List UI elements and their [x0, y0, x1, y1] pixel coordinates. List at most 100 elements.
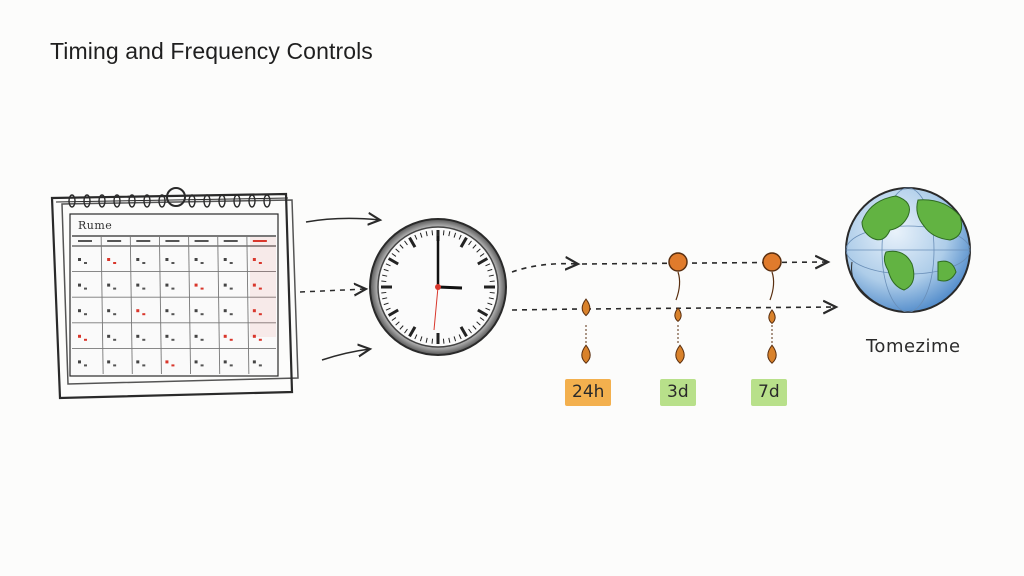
drop-icon — [767, 344, 777, 364]
clock-hour-tick — [477, 257, 489, 266]
calendar-date-mark — [136, 360, 140, 364]
calendar-date-mark — [171, 262, 175, 264]
calendar-date-mark — [200, 287, 204, 290]
spiral-ring — [143, 194, 151, 208]
clock-minute-tick — [404, 240, 408, 246]
timer-node-icon — [668, 252, 688, 272]
spiral-ring — [98, 194, 106, 208]
calendar-date-mark — [142, 313, 146, 316]
drop-icon — [675, 344, 685, 364]
spiral-ring — [218, 194, 226, 208]
clock-minute-tick — [448, 337, 451, 343]
calendar-grid-line — [129, 235, 133, 375]
calendar-date-mark — [165, 360, 169, 364]
clock-minute-tick — [395, 248, 400, 253]
calendar-date-mark — [136, 309, 140, 313]
calendar-date-mark — [171, 313, 175, 316]
calendar-date-mark — [113, 287, 117, 290]
spiral-ring — [113, 194, 121, 208]
clock-minute-tick — [488, 274, 494, 277]
clock-minute-tick — [442, 230, 445, 236]
timer-node-icon — [762, 252, 782, 272]
clock-minute-tick — [453, 336, 457, 342]
calendar-date-mark — [194, 283, 198, 287]
schedule-tag-3d: 3d — [660, 379, 696, 406]
calendar-date-mark — [165, 334, 169, 338]
spiral-ring — [128, 194, 136, 208]
calendar-weekday-mark — [107, 240, 122, 242]
spiral-ring — [263, 194, 271, 208]
clock-minute-tick — [458, 234, 462, 240]
calendar-date-mark — [113, 262, 117, 264]
clock-minute-tick — [448, 231, 451, 237]
drop-icon — [768, 309, 776, 325]
calendar-date-mark — [223, 283, 227, 287]
calendar-date-mark — [84, 262, 87, 264]
calendar-date-mark — [107, 360, 111, 364]
calendar-date-mark — [171, 364, 175, 367]
calendar-date-mark — [252, 360, 256, 364]
calendar-date-mark — [194, 258, 198, 261]
calendar-date-mark — [171, 338, 175, 341]
clock-minute-tick — [472, 325, 477, 330]
clock-hour-tick — [387, 308, 399, 317]
clock-minute-tick — [385, 307, 391, 311]
schedule-tag-24h: 24h — [565, 379, 612, 406]
clock-hour-tick — [459, 326, 468, 338]
clock-minute-tick — [419, 232, 423, 238]
calendar-date-mark — [200, 364, 204, 367]
calendar-date-mark — [200, 313, 204, 316]
calendar-date-mark — [78, 258, 81, 261]
calendar-grid-line — [188, 235, 192, 375]
calendar-date-mark — [200, 262, 204, 264]
calendar-weekday-mark — [78, 240, 92, 242]
calendar-date-mark — [136, 283, 140, 287]
calendar-date-mark — [78, 309, 81, 313]
clock-icon — [369, 218, 507, 356]
clock-minute-tick — [414, 234, 418, 240]
calendar-date-mark — [107, 334, 111, 338]
calendar-date-mark — [84, 338, 87, 341]
spiral-ring — [233, 194, 241, 208]
clock-hour-tick — [387, 257, 399, 266]
clock-minute-tick — [383, 302, 389, 306]
timer-connector — [769, 271, 775, 301]
calendar-grid-line — [100, 235, 104, 375]
clock-minute-tick — [431, 338, 434, 344]
clock-minute-tick — [442, 338, 445, 344]
calendar-date-mark — [229, 262, 233, 264]
drop-icon — [581, 298, 591, 317]
clock-minute-tick — [487, 302, 493, 306]
calendar-date-mark — [113, 364, 117, 367]
calendar-date-mark — [258, 338, 262, 341]
clock-minute-tick — [476, 321, 481, 326]
clock-hour-tick — [408, 326, 417, 338]
clock-minute-tick — [383, 268, 389, 272]
calendar-date-mark — [78, 334, 81, 338]
calendar-date-mark — [223, 258, 227, 261]
calendar-date-mark — [165, 283, 169, 287]
calendar-icon — [50, 187, 299, 400]
calendar-date-mark — [107, 309, 111, 313]
spiral-ring — [83, 194, 91, 208]
clock-minute-tick — [468, 328, 472, 334]
calendar-date-mark — [229, 313, 233, 316]
calendar-date-mark — [229, 364, 233, 367]
calendar-date-mark — [194, 334, 198, 338]
clock-minute-tick — [485, 307, 491, 311]
calendar-weekday-mark — [165, 240, 180, 242]
clock-minute-tick — [487, 268, 493, 272]
clock-minute-tick — [381, 291, 387, 294]
clock-minute-tick — [382, 297, 388, 300]
clock-minute-tick — [414, 334, 418, 340]
calendar-date-mark — [258, 364, 262, 367]
calendar-date-mark — [107, 283, 111, 287]
clock-minute-tick — [399, 244, 404, 249]
page-title: Timing and Frequency Controls — [50, 38, 373, 64]
clock-minute-tick — [488, 297, 494, 300]
calendar-date-mark — [142, 287, 146, 290]
spiral-ring — [188, 194, 196, 208]
clock-minute-tick — [453, 232, 457, 238]
calendar-date-mark — [200, 338, 204, 341]
spiral-ring — [68, 194, 76, 208]
